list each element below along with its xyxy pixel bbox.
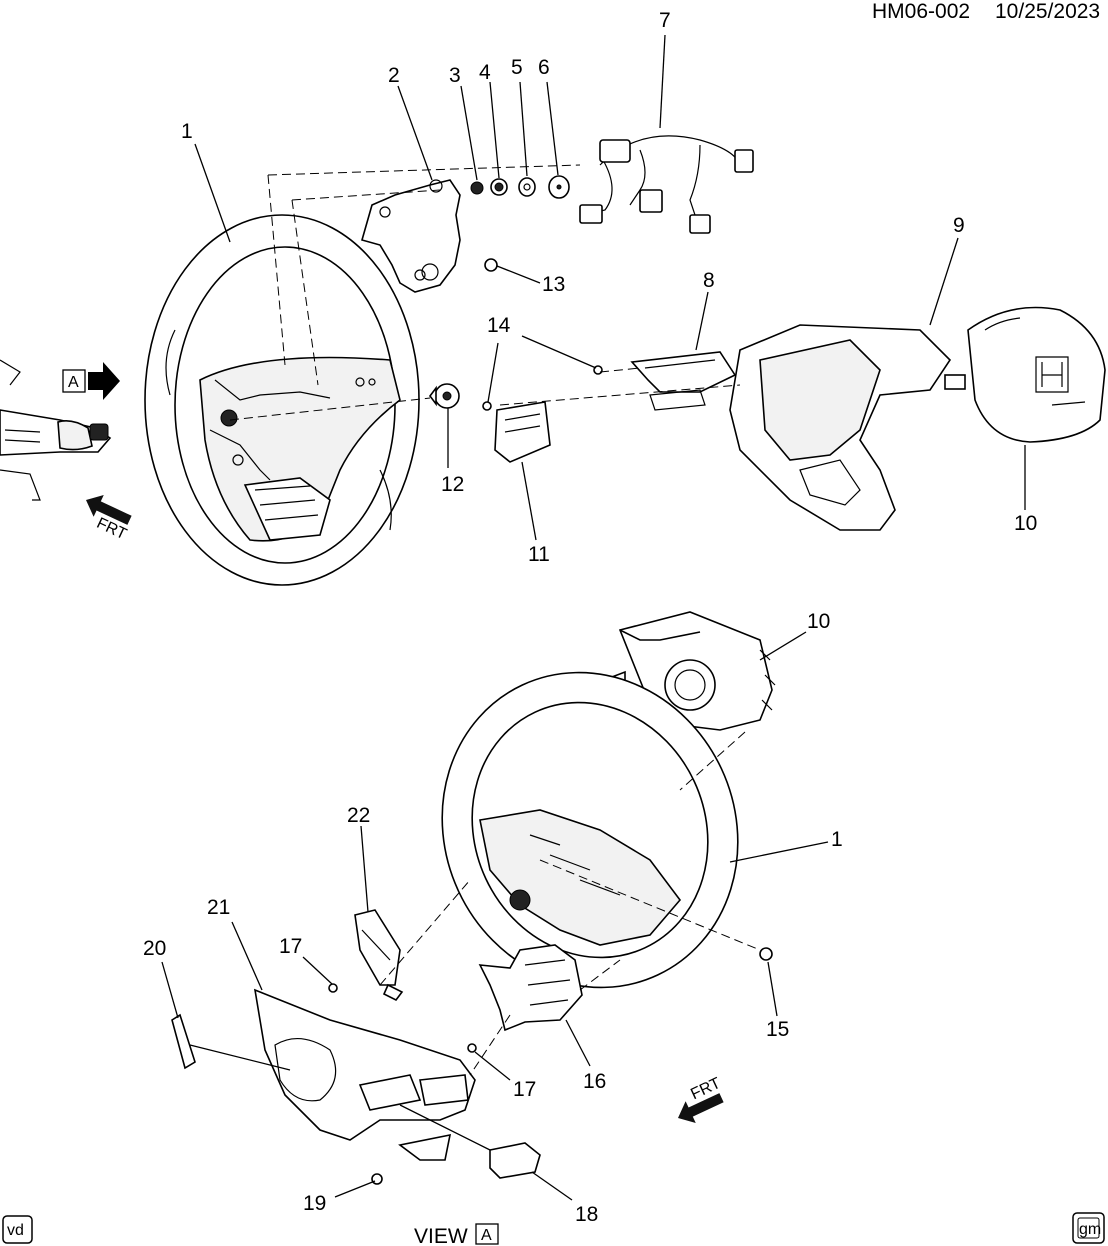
callout-7: 7 <box>659 9 671 32</box>
callout-20: 20 <box>143 937 166 960</box>
screw-14b <box>482 401 492 411</box>
callout-21: 21 <box>207 896 230 919</box>
upper-leaders <box>194 34 1026 541</box>
lower-leaders <box>161 631 829 1201</box>
lower-screws <box>328 947 773 1185</box>
clip-20 <box>171 1013 196 1070</box>
callout-1-lower: 1 <box>831 828 843 851</box>
airbag-upper <box>967 306 1106 443</box>
callout-3: 3 <box>449 64 461 87</box>
view-label-prefix: VIEW <box>414 1225 468 1246</box>
callout-4: 4 <box>479 61 491 84</box>
callout-19: 19 <box>303 1192 326 1215</box>
steering-wheel-lower <box>441 671 739 989</box>
steering-wheel-upper <box>144 214 420 586</box>
callout-15: 15 <box>766 1018 789 1041</box>
lower-trim-21 <box>253 988 476 1141</box>
frt-indicator-upper: FRT <box>86 495 132 543</box>
callout-17-left: 17 <box>279 935 302 958</box>
hardware-stack <box>470 175 570 199</box>
drawing-date: 10/25/2023 <box>995 0 1100 23</box>
callout-22: 22 <box>347 804 370 827</box>
callout-17-right: 17 <box>513 1078 536 1101</box>
wiring-harness <box>579 135 754 234</box>
nut-12 <box>429 383 460 409</box>
upper-assembly-lines <box>229 164 741 421</box>
view-label-letter: A <box>481 1227 492 1244</box>
callout-16: 16 <box>583 1070 606 1093</box>
spoke-bracket <box>361 179 461 293</box>
steering-column <box>0 359 112 501</box>
cap-18 <box>398 1133 541 1179</box>
vd-badge-text: vd <box>7 1222 24 1239</box>
gm-logo-text: gm <box>1079 1221 1101 1238</box>
callout-18: 18 <box>575 1203 598 1226</box>
callout-1-upper: 1 <box>181 120 193 143</box>
switch-22 <box>354 909 404 1002</box>
callout-10-upper: 10 <box>1014 512 1037 535</box>
switch-11 <box>494 401 551 463</box>
callout-13: 13 <box>542 273 565 296</box>
view-a-marker: A <box>62 362 120 400</box>
vd-badge: vd <box>2 1215 33 1244</box>
frt-indicator-lower: FRT <box>678 1075 724 1123</box>
callout-12: 12 <box>441 473 464 496</box>
callout-5: 5 <box>511 56 523 79</box>
trim-cover-9 <box>729 324 966 531</box>
callout-8: 8 <box>703 269 715 292</box>
callout-11: 11 <box>528 543 550 566</box>
lower-assembly-lines <box>379 731 761 1076</box>
callout-10-lower: 10 <box>807 610 830 633</box>
view-a-marker-letter: A <box>68 374 79 391</box>
plug-13 <box>484 258 498 272</box>
callout-2: 2 <box>388 64 400 87</box>
gm-logo: gm <box>1072 1212 1105 1244</box>
drawing-id: HM06-002 <box>872 0 970 23</box>
callout-6: 6 <box>538 56 550 79</box>
switch-8 <box>630 351 737 411</box>
view-label-box <box>475 1223 499 1245</box>
callout-9: 9 <box>953 214 965 237</box>
callout-14: 14 <box>487 314 511 337</box>
switch-16 <box>478 944 583 1032</box>
